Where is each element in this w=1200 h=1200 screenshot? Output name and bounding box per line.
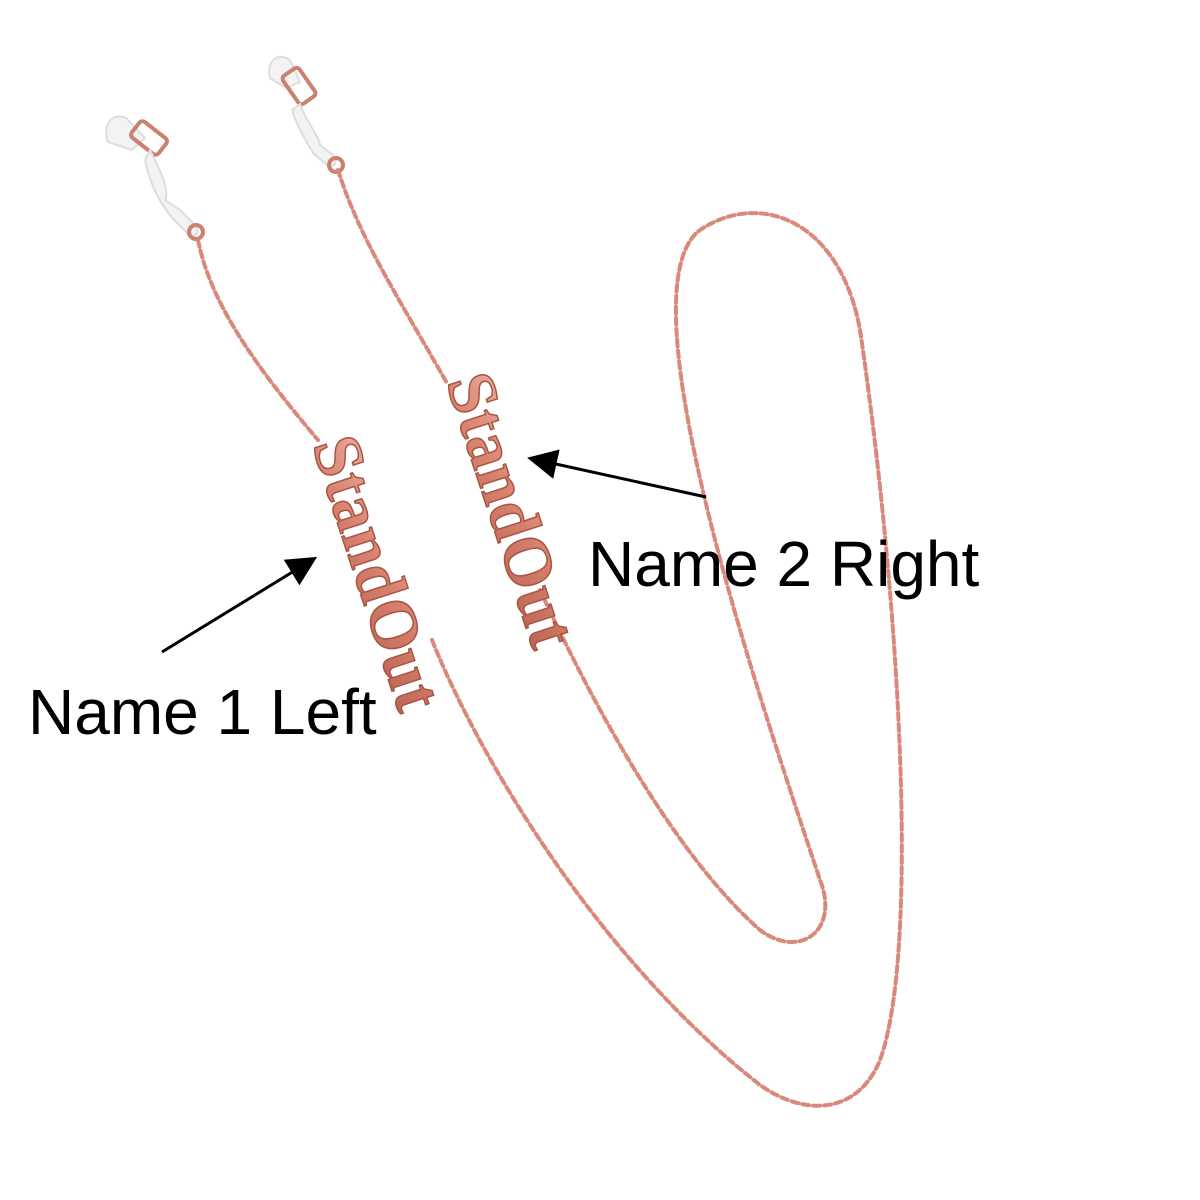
arrow-left [161,556,318,654]
label-name-2-right: Name 2 Right [588,528,980,600]
chain [196,168,904,1108]
pendant-right: StandOut [431,362,592,657]
ear-grip-left [105,115,205,241]
ear-grip-right [268,55,345,174]
pendant-right-text: StandOut [432,363,592,656]
label-name-1-left: Name 1 Left [28,676,377,748]
arrow-right [527,449,707,499]
